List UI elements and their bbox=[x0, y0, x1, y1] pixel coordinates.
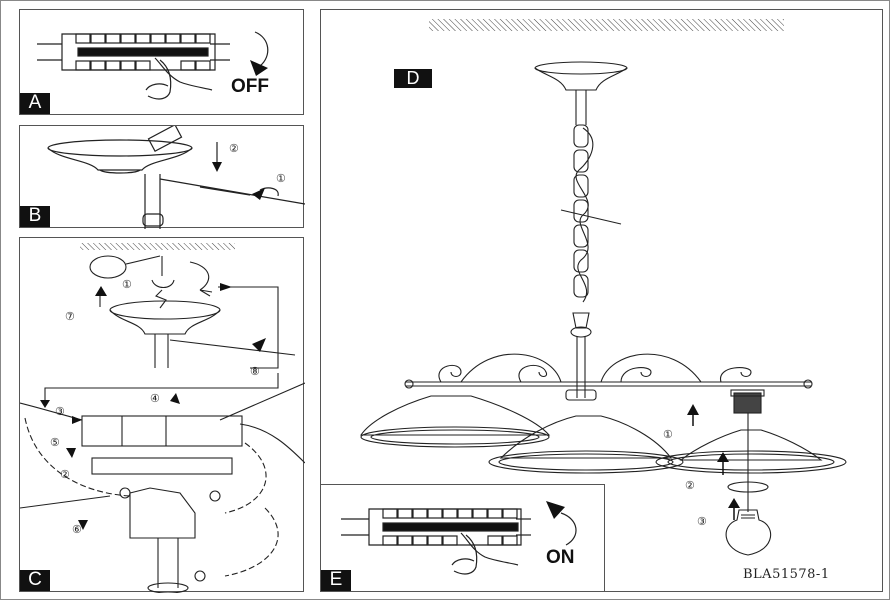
step-c-7: ⑦ bbox=[65, 310, 75, 323]
step-c-5: ⑤ bbox=[50, 436, 60, 449]
step-d-1: ① bbox=[663, 428, 673, 441]
step-d-3: ③ bbox=[697, 515, 707, 528]
panel-label-d: D bbox=[394, 69, 432, 88]
canopy-removal-illustration: ② ① bbox=[47, 126, 305, 229]
chandelier-assembly-illustration: ① ② ③ bbox=[359, 19, 847, 556]
ceiling-hatch bbox=[429, 19, 784, 31]
panel-b: ② ① B bbox=[19, 125, 305, 229]
breaker-off-illustration bbox=[37, 31, 269, 100]
wiring-illustration: ① ⑦ ⑧ ③ ④ ⑤ ② ⑥ bbox=[20, 243, 305, 593]
panel-c: ① ⑦ ⑧ ③ ④ ⑤ ② ⑥ C bbox=[19, 237, 305, 593]
panel-label-e: E bbox=[321, 570, 351, 591]
on-label: ON bbox=[546, 547, 575, 568]
arrow-down-icon bbox=[250, 60, 268, 76]
step-b-1: ① bbox=[276, 172, 286, 185]
panel-label-c: C bbox=[20, 570, 50, 591]
panel-label-b: B bbox=[20, 206, 50, 227]
panel-e: E ON bbox=[320, 484, 605, 592]
model-code: BLA51578-1 bbox=[743, 567, 830, 582]
ceiling-hatch bbox=[80, 243, 235, 250]
step-c-3: ③ bbox=[55, 405, 65, 418]
step-c-4: ④ bbox=[150, 392, 160, 405]
off-label: OFF bbox=[231, 76, 269, 97]
panel-a: A OFF bbox=[19, 9, 304, 115]
arrow-up-icon bbox=[546, 501, 565, 519]
step-d-2: ② bbox=[685, 479, 695, 492]
panel-label-a: A bbox=[20, 93, 50, 114]
step-c-2: ② bbox=[60, 468, 70, 481]
step-c-1: ① bbox=[122, 278, 132, 291]
step-c-8: ⑧ bbox=[250, 365, 260, 378]
breaker-on-illustration bbox=[341, 501, 577, 575]
step-c-6: ⑥ bbox=[72, 523, 82, 536]
step-b-2: ② bbox=[229, 142, 239, 155]
